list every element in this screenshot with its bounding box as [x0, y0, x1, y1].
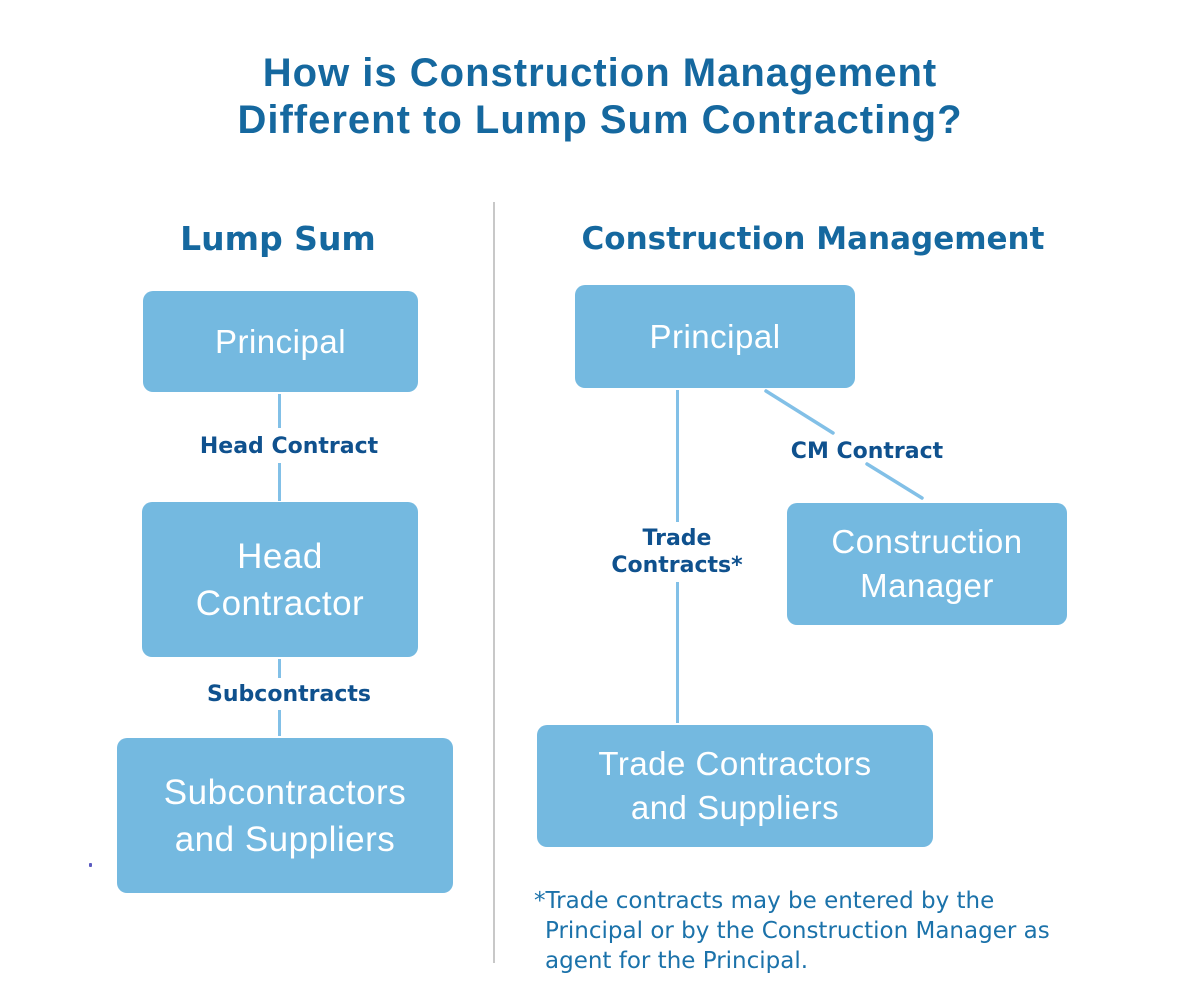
page-title-line-2: Different to Lump Sum Contracting? — [237, 98, 963, 142]
trade-contracts-footnote: *Trade contracts may be entered by the P… — [534, 886, 1154, 976]
trade-contracts-label-line-2: Contracts* — [611, 553, 743, 578]
head-contract-label: Head Contract — [199, 434, 379, 459]
head-contractor-label-line-2: Contractor — [195, 583, 365, 623]
construction-manager-box: Construction Manager — [787, 503, 1067, 625]
cm-contract-label: CM Contract — [790, 439, 944, 464]
lump-sum-principal-label: Principal — [214, 322, 347, 360]
cm-contract-connector-lower-segment — [865, 462, 924, 500]
trade-contractors-label-line-1: Trade Contractors — [598, 745, 872, 782]
footnote-line-3: agent for the Principal. — [545, 948, 809, 974]
construction-manager-label-line-1: Construction — [831, 523, 1023, 560]
trade-contractors-box: Trade Contractors and Suppliers — [537, 725, 933, 847]
subcontractors-label-line-2: and Suppliers — [174, 819, 396, 859]
trade-contracts-label-line-1: Trade — [642, 526, 712, 551]
connector-head-contract-to-head-contractor — [278, 463, 281, 501]
construction-management-header: Construction Management — [581, 221, 1045, 257]
connector-principal-to-trade-contracts — [676, 390, 679, 522]
head-contractor-box: Head Contractor — [142, 502, 418, 657]
trade-contracts-label: Trade Contracts* — [577, 525, 777, 579]
lump-sum-header: Lump Sum — [180, 219, 376, 258]
page-title-line-1: How is Construction Management — [262, 51, 938, 95]
connector-principal-to-head-contract — [278, 394, 281, 428]
cm-principal-box: Principal — [575, 285, 855, 388]
lump-sum-principal-box: Principal — [143, 291, 418, 392]
connector-head-contractor-to-subcontracts — [278, 659, 281, 678]
connector-trade-contracts-to-trade-contractors — [676, 582, 679, 723]
subcontracts-label: Subcontracts — [207, 682, 371, 707]
head-contractor-label-line-1: Head — [237, 536, 323, 576]
connector-subcontracts-to-subcontractors — [278, 710, 281, 736]
cm-contract-connector-upper-segment — [764, 389, 835, 435]
cm-principal-label: Principal — [649, 317, 781, 355]
construction-manager-label-line-2: Manager — [860, 567, 994, 604]
stray-ink-dot — [89, 863, 92, 867]
column-divider — [493, 202, 495, 963]
footnote-line-1: *Trade contracts may be entered by the — [534, 888, 995, 914]
page-title: How is Construction Management Different… — [0, 50, 1200, 144]
subcontractors-label-line-1: Subcontractors — [163, 772, 407, 812]
trade-contractors-label-line-2: and Suppliers — [630, 789, 840, 826]
subcontractors-box: Subcontractors and Suppliers — [117, 738, 453, 893]
footnote-line-2: Principal or by the Construction Manager… — [545, 918, 1050, 944]
